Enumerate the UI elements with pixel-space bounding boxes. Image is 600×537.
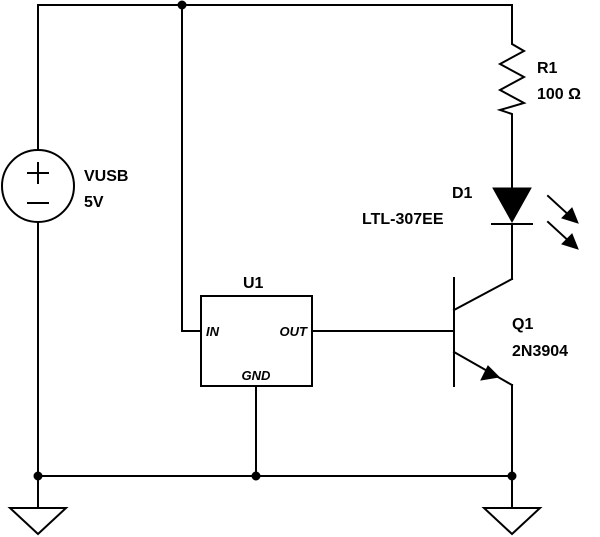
led-d1: D1 LTL-307EE [362, 185, 579, 250]
transistor-part: 2N3904 [512, 343, 568, 360]
led-part: LTL-307EE [362, 211, 444, 228]
wires [37, 4, 513, 508]
transistor-emitter-lead [452, 350, 514, 387]
pin-in-label: IN [206, 324, 220, 339]
junction-dot-left-bottom [33, 471, 43, 481]
light-arrow-2-head [561, 233, 579, 250]
light-arrow-1-head [561, 207, 579, 224]
source-value: 5V [84, 194, 104, 211]
resistor-r1: R1 100 Ω [496, 37, 581, 119]
resistor-zigzag-icon [496, 37, 527, 119]
regulator-u1: U1 IN OUT GND [200, 275, 313, 387]
transistor-ref: Q1 [512, 316, 533, 333]
ground-left-icon [7, 507, 69, 536]
junction-dot-gnd [251, 471, 261, 481]
resistor-value: 100 Ω [537, 86, 581, 103]
transistor-q1: Q1 2N3904 [452, 277, 568, 387]
junction-dot-top [177, 0, 187, 10]
resistor-ref: R1 [537, 60, 558, 77]
led-ref: D1 [452, 185, 473, 202]
ground-left [7, 507, 69, 536]
regulator-ref: U1 [243, 275, 264, 292]
light-arrows-icon [546, 194, 579, 250]
voltage-source-icon [1, 149, 75, 223]
regulator-body [200, 295, 313, 387]
pin-out-label: OUT [280, 324, 309, 339]
junctions [33, 0, 517, 481]
ground-right-icon [481, 507, 543, 536]
led-triangle-icon [492, 187, 532, 224]
pin-gnd-label: GND [242, 368, 272, 383]
ground-right [481, 507, 543, 536]
emitter-arrow-icon [480, 365, 501, 381]
transistor-collector-lead [452, 277, 514, 312]
source-name: VUSB [84, 168, 128, 185]
voltage-source-vusb: VUSB 5V [1, 149, 128, 223]
junction-dot-right-bottom [507, 471, 517, 481]
